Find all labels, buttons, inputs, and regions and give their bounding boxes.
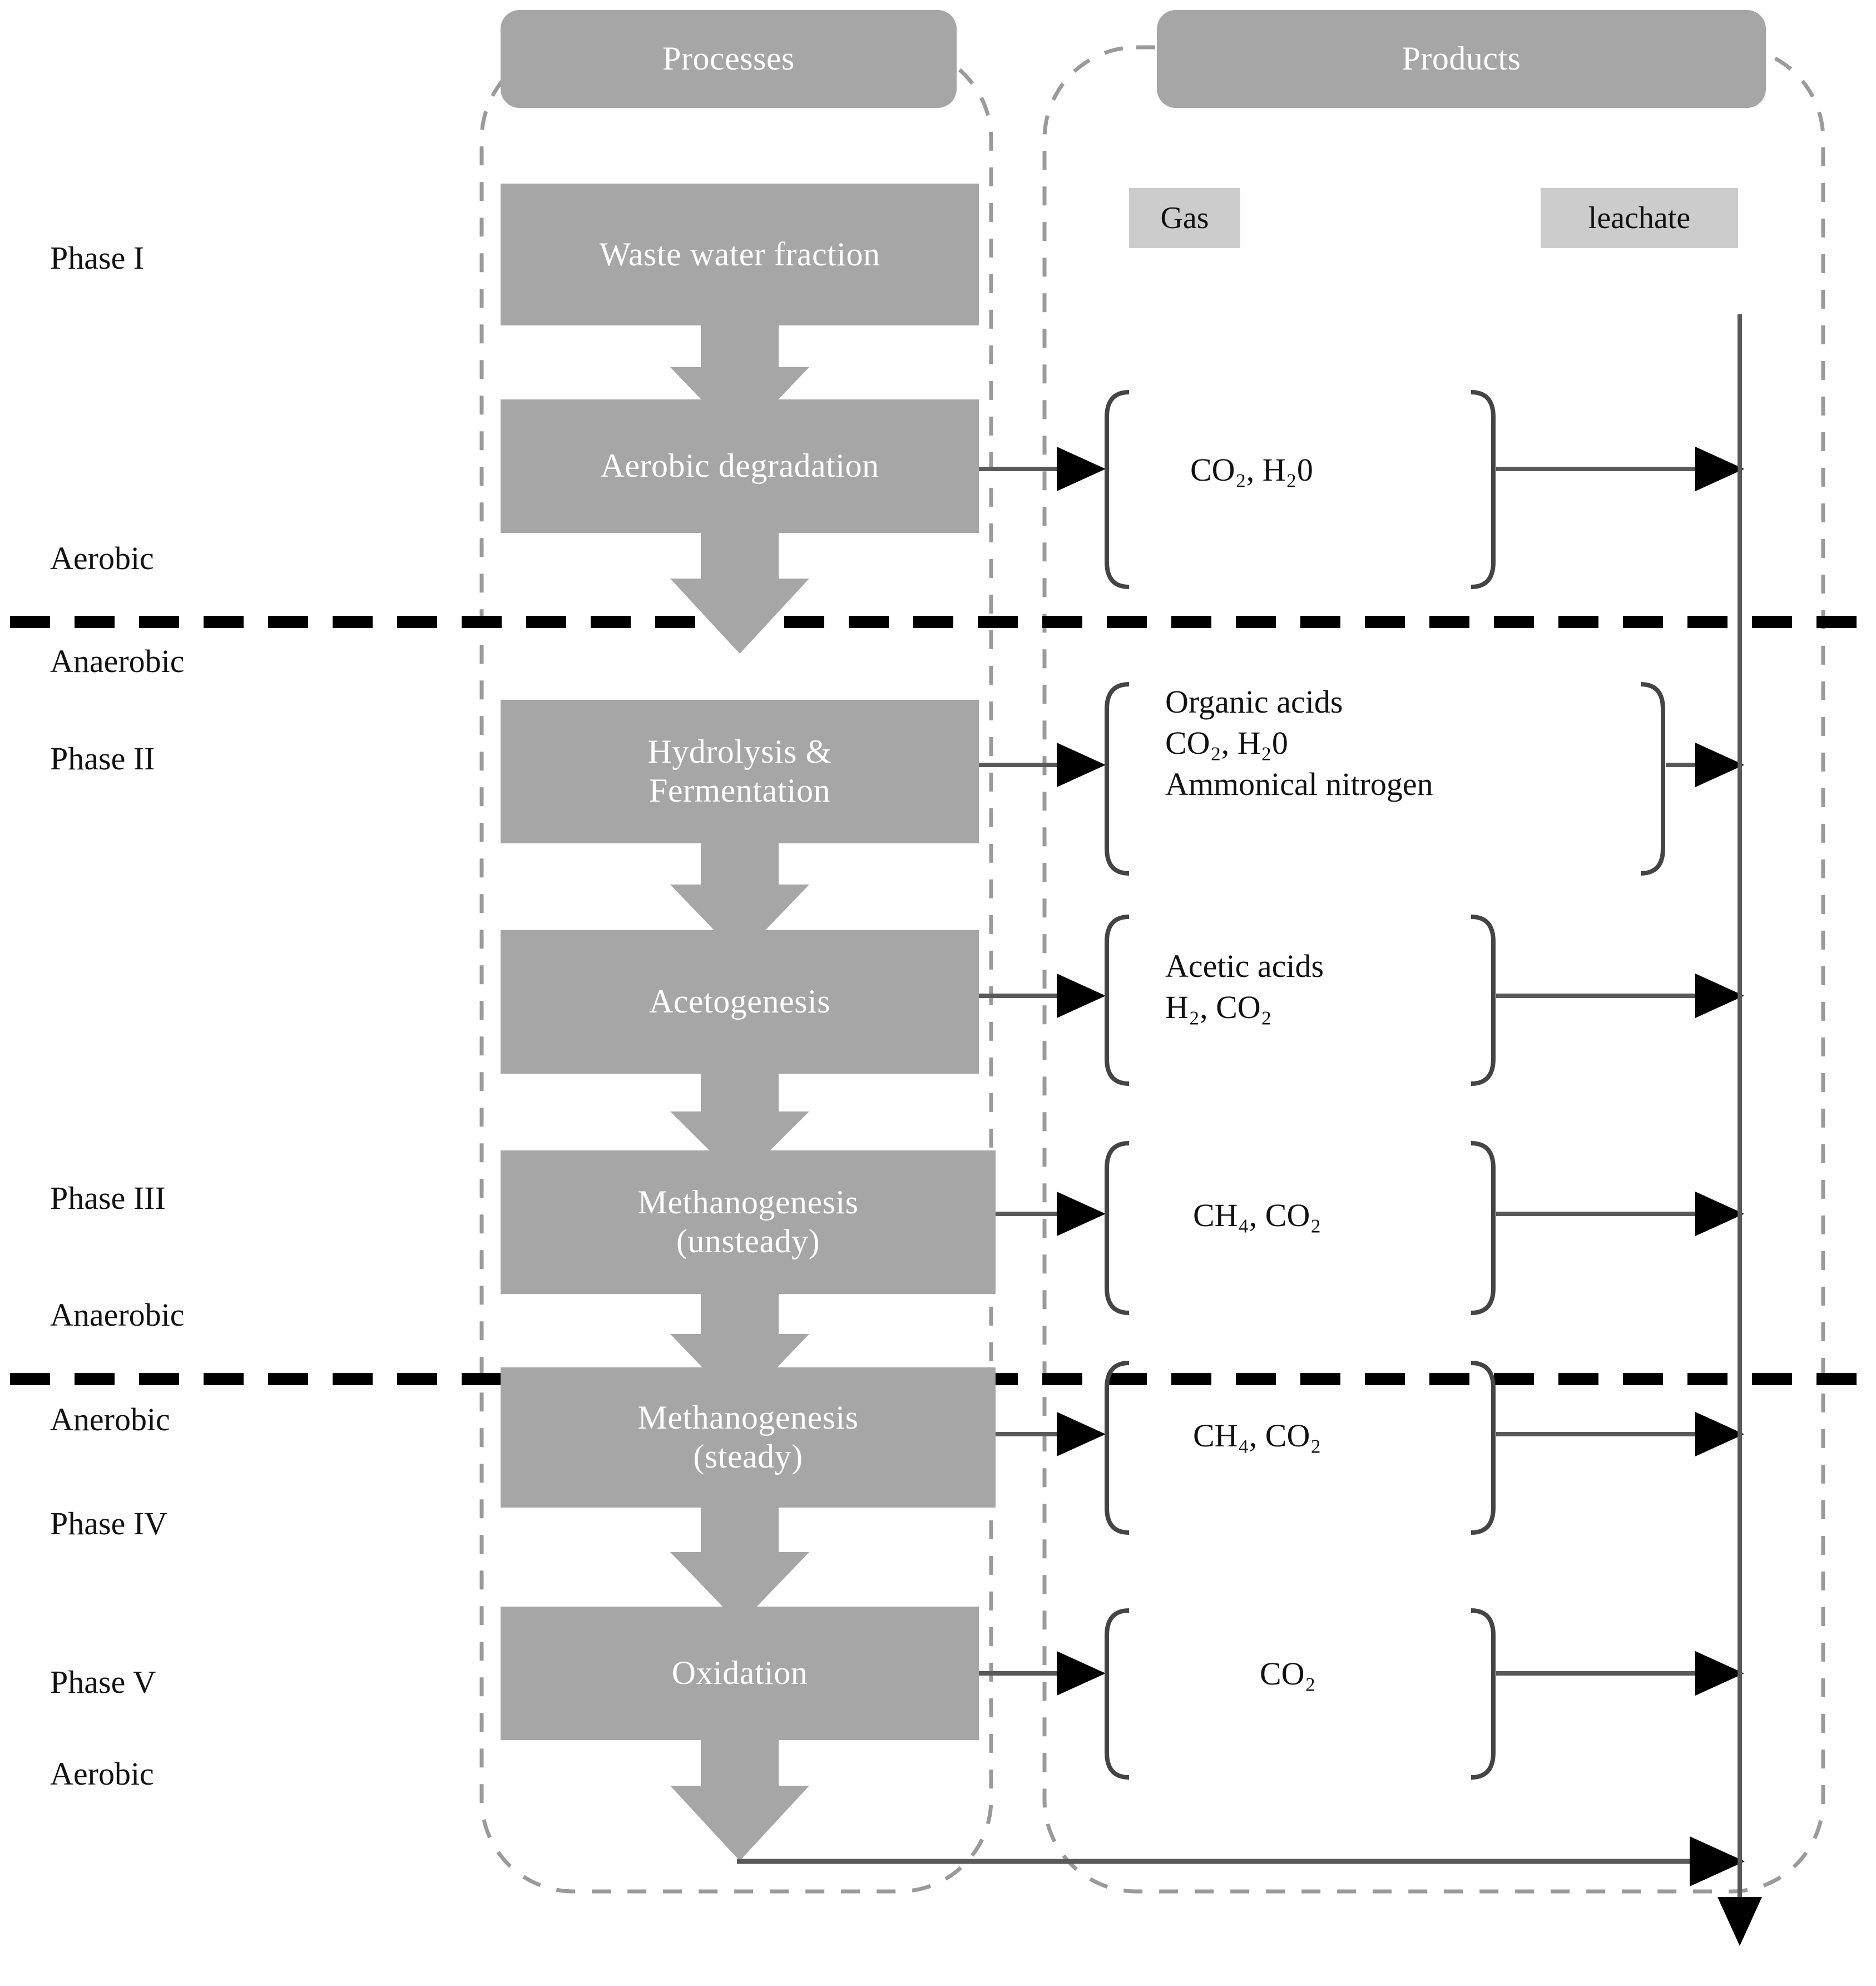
products-header-label: Products (1402, 40, 1521, 77)
phase-label-anaerobic-2: Anaerobic (50, 1297, 185, 1333)
process-box-aerobic-degradation[interactable]: Aerobic degradation (501, 399, 979, 533)
process-box-oxidation[interactable]: Oxidation (501, 1607, 979, 1740)
phase-label-phase-4: Phase IV (50, 1505, 168, 1542)
product-line: Acetic acids (1165, 948, 1324, 984)
process-box-methanogenesis-unsteady[interactable]: Methanogenesis (unsteady) (501, 1150, 996, 1294)
gas-tag-label: Gas (1160, 201, 1209, 235)
flow-arrow-3 (670, 843, 809, 957)
flow-arrow-6 (670, 1506, 809, 1624)
phase-label-anaerobic-1: Anaerobic (50, 643, 185, 679)
processes-group-outline (479, 45, 993, 1894)
flow-arrow-2 (670, 531, 809, 654)
bracket-left-product-acetogenesis (1105, 915, 1130, 1086)
products-header: Products (1157, 10, 1766, 108)
phase-label-phase-2: Phase II (50, 740, 155, 777)
flow-arrow-7 (670, 1730, 809, 1861)
process-box-waste-water-fraction[interactable]: Waste water fraction (501, 184, 979, 325)
processes-header-label: Processes (662, 40, 795, 77)
bracket-left-product-methanogenesis-steady (1105, 1361, 1130, 1535)
product-line: CO₂ (1260, 1656, 1316, 1692)
phase-label-phase-3: Phase III (50, 1180, 166, 1216)
products-group-outline (1042, 45, 1825, 1894)
process-box-methanogenesis-steady[interactable]: Methanogenesis (steady) (501, 1367, 996, 1508)
product-text-phase-1: CO₂, H₂0 (1190, 449, 1313, 491)
bracket-right-product-methanogenesis-unsteady (1471, 1141, 1496, 1315)
product-line: Ammonical nitrogen (1165, 766, 1433, 803)
flow-arrow-4 (670, 1074, 809, 1180)
bracket-left-product-phase-2 (1105, 682, 1130, 876)
phase-label-aerobic-2: Aerobic (50, 1756, 154, 1792)
flow-arrow-5 (670, 1292, 809, 1406)
flow-arrow-1 (670, 325, 809, 439)
process-label-waste-water-fraction: Waste water fraction (599, 235, 880, 273)
gas-tag: Gas (1129, 188, 1240, 248)
process-box-hydrolysis-fermentation[interactable]: Hydrolysis & Fermentation (501, 700, 979, 843)
leachate-tag-label: leachate (1588, 201, 1691, 235)
process-label-methanogenesis-unsteady-1: Methanogenesis (637, 1184, 859, 1221)
process-label-methanogenesis-steady-1: Methanogenesis (637, 1399, 859, 1436)
product-line: Organic acids (1165, 684, 1343, 720)
phase-label-anerobic-3: Anerobic (50, 1401, 170, 1437)
product-text-acetogenesis: Acetic acids H₂, CO₂ (1165, 946, 1324, 1028)
product-text-methanogenesis-unsteady: CH₄, CO₂ (1193, 1195, 1321, 1236)
product-line: H₂, CO₂ (1165, 989, 1272, 1026)
process-label-hydrolysis: Hydrolysis & (647, 733, 832, 770)
processes-header: Processes (501, 10, 957, 108)
bracket-left-product-phase-1 (1105, 390, 1130, 589)
process-label-acetogenesis: Acetogenesis (649, 983, 830, 1020)
bracket-left-product-oxidation (1105, 1608, 1130, 1780)
product-line: CH₄, CO₂ (1193, 1197, 1321, 1233)
phase-label-phase-1: Phase I (50, 240, 145, 276)
bracket-right-product-oxidation (1471, 1608, 1496, 1780)
phase-label-phase-5: Phase V (50, 1664, 156, 1700)
bracket-right-product-phase-1 (1471, 390, 1496, 589)
product-text-oxidation: CO₂ (1260, 1653, 1316, 1694)
product-line: CH₄, CO₂ (1193, 1417, 1321, 1454)
process-box-acetogenesis[interactable]: Acetogenesis (501, 930, 979, 1074)
process-label-oxidation: Oxidation (671, 1654, 808, 1692)
product-line: CO₂, H₂0 (1165, 725, 1288, 762)
product-text-methanogenesis-steady: CH₄, CO₂ (1193, 1415, 1321, 1456)
process-label-methanogenesis-steady-2: (steady) (693, 1438, 803, 1475)
leachate-tag: leachate (1541, 188, 1738, 248)
bracket-right-product-phase-2 (1640, 682, 1665, 876)
process-label-fermentation: Fermentation (649, 772, 830, 809)
product-line: CO₂, H₂0 (1190, 452, 1313, 488)
phase-label-aerobic-1: Aerobic (50, 540, 154, 576)
product-text-phase-2: Organic acids CO₂, H₂0 Ammonical nitroge… (1165, 681, 1433, 806)
process-label-aerobic-degradation: Aerobic degradation (600, 447, 879, 485)
process-label-methanogenesis-unsteady-2: (unsteady) (676, 1223, 820, 1259)
bracket-left-product-methanogenesis-unsteady (1105, 1141, 1130, 1315)
bracket-right-product-acetogenesis (1471, 915, 1496, 1086)
bracket-right-product-methanogenesis-steady (1471, 1361, 1496, 1535)
